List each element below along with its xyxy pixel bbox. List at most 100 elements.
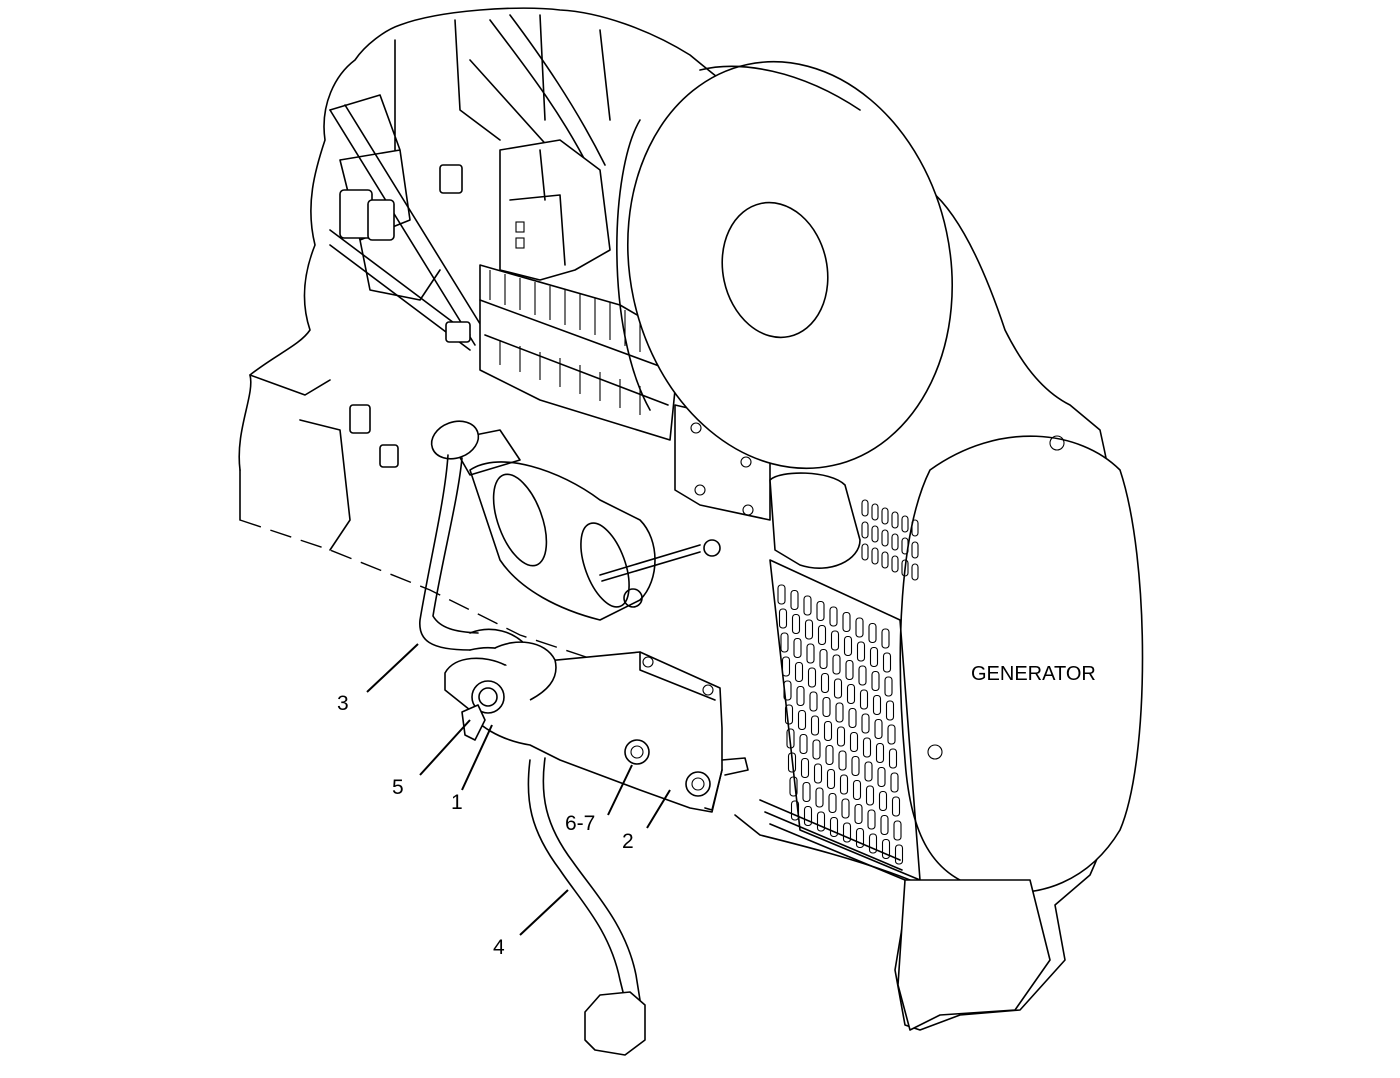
vent-slot [881,551,889,569]
vent-slot [781,656,791,677]
intake-elbow [769,472,861,569]
cable-3 [419,420,531,661]
vent-slot [911,541,919,559]
vent-slot [874,718,883,740]
vent-slot [820,672,830,694]
vent-slot [803,595,812,616]
vent-slot [871,547,879,565]
vent-slot [780,632,789,653]
vent-slot [778,608,788,629]
fan-housing [616,60,954,470]
callout-1: 1 [451,791,463,814]
starter-motor [449,429,721,621]
vent-slot [784,704,794,725]
vent-slot [848,707,857,729]
vent-slot [802,781,811,803]
dashed-edge [239,519,611,666]
vent-slot [845,659,854,681]
vent-slot [872,694,882,716]
vent-slot [836,726,846,747]
vent-slot [822,696,831,718]
lower-fins [759,799,906,881]
vent-slot [803,805,813,827]
vent-slot [894,844,904,865]
vent-slot [829,816,839,838]
vent-slot [842,611,851,633]
cable-4 [527,757,646,1056]
vent-slot [806,643,815,664]
vent-slot [830,630,840,651]
vent-slot [891,511,899,529]
vent-slot [800,757,810,779]
vent-slot [888,748,898,769]
generator-foot [897,879,1051,1031]
vent-slot [826,768,836,790]
vent-slot [862,737,872,758]
disconnect-switch [461,641,557,741]
control-module [499,139,611,281]
diagonal-rod [329,104,491,346]
callout-4: 4 [493,936,505,959]
generator-housing [899,435,1144,952]
vent-slot [791,613,801,635]
vent-slot [833,678,843,699]
vent-slot [817,624,827,646]
vent-slot [885,700,895,721]
vent-slot [869,646,879,668]
vent-slot [911,563,919,581]
vent-slot [852,779,862,801]
vent-slot [804,619,814,640]
vent-grille [769,499,921,881]
vent-slot [868,622,877,644]
vent-slot [815,787,824,808]
vent-slot [816,600,825,622]
vent-slot [819,648,828,670]
leader-6-7 [607,764,633,816]
upper-frame [329,14,611,301]
vent-slot [856,641,866,662]
vent-slot [835,702,844,723]
vent-slot [832,654,841,675]
leader-4 [519,889,569,936]
vent-slot [787,752,797,773]
vent-slot [868,833,878,854]
vent-slot [855,827,865,849]
vent-slot [871,503,879,521]
leader-1 [461,724,493,791]
vent-slot [880,814,889,836]
vent-slot [887,724,896,745]
vent-slot [884,676,893,697]
vent-slot [783,680,792,701]
vent-slot [871,670,880,692]
vent-slot [829,606,838,627]
vent-slot [839,774,849,795]
vent-slot [842,822,852,843]
vent-slot [854,803,863,825]
vent-slot [881,628,890,649]
vent-slot [793,637,802,659]
vent-slot [864,761,873,782]
vent-slot [891,555,899,573]
vent-slot [861,521,869,539]
vent-slot [861,713,870,734]
vent-slot [891,533,899,551]
vent-slot [882,652,892,673]
vent-slot [861,499,869,517]
vent-slot [881,507,889,525]
vent-slot [799,733,808,755]
vent-slot [891,796,901,817]
vent-slot [828,792,837,814]
vent-slot [901,559,909,577]
vent-slot [812,739,821,760]
left-block [239,374,351,551]
vent-slot [786,728,795,749]
vent-slot [810,715,820,736]
vent-slot [859,689,869,710]
vent-slot [846,683,856,705]
vent-slot [843,635,853,657]
vent-slot [849,731,859,753]
leader-5 [419,719,471,776]
vent-slot [790,800,800,821]
vent-slot [871,525,879,543]
